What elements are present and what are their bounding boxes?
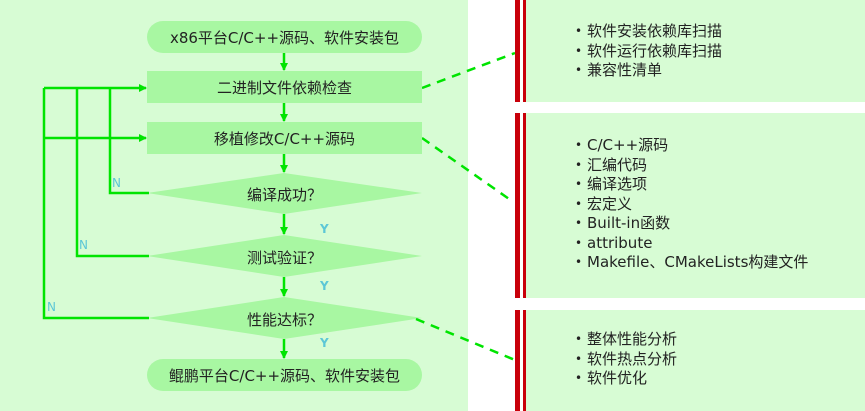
list-item: 软件热点分析	[575, 350, 677, 370]
list-item: 软件运行依赖库扫描	[575, 42, 722, 62]
yes-label-2: Y	[320, 279, 329, 293]
decision-shape-1	[147, 173, 422, 214]
yes-label-3: Y	[320, 336, 329, 350]
yes-label-1: Y	[320, 222, 329, 236]
list-item: 软件优化	[575, 369, 677, 389]
list-item: C/C++源码	[575, 136, 808, 156]
step1-label: 二进制文件依赖检查	[216, 78, 352, 97]
end-node: 鲲鹏平台C/C++源码、软件安装包	[147, 359, 422, 391]
decision-performance: 性能达标？	[246, 311, 322, 329]
accent-bar	[515, 0, 520, 102]
list-item: attribute	[575, 234, 808, 254]
start-node: x86平台C/C++源码、软件安装包	[147, 21, 422, 53]
step-dependency-check: 二进制文件依赖检查	[147, 71, 422, 103]
loop-line-2	[75, 88, 149, 258]
panel-porting: C/C++源码 汇编代码 编译选项 宏定义 Built-in函数 attribu…	[526, 113, 865, 298]
step-port-source: 移植修改C/C++源码	[147, 122, 422, 154]
accent-bar	[523, 113, 526, 298]
accent-bar	[523, 0, 526, 102]
item-list: 软件安装依赖库扫描 软件运行依赖库扫描 兼容性清单	[575, 22, 722, 81]
list-item: 宏定义	[575, 195, 808, 215]
accent-bar	[523, 310, 526, 411]
item-list: 整体性能分析 软件热点分析 软件优化	[575, 330, 677, 389]
list-item: Built-in函数	[575, 214, 808, 234]
no-label-2: N	[79, 238, 88, 252]
decision-shape-2	[147, 235, 422, 277]
no-label-3: N	[47, 300, 56, 314]
decision-test: 测试验证？	[246, 249, 322, 267]
no-label-1: N	[112, 176, 121, 190]
list-item: 整体性能分析	[575, 330, 677, 350]
accent-bar	[515, 113, 520, 298]
step2-label: 移植修改C/C++源码	[213, 129, 356, 148]
dashed-link-1	[421, 51, 516, 90]
loop-line-3	[42, 88, 149, 320]
list-item: 软件安装依赖库扫描	[575, 22, 722, 42]
list-item: 汇编代码	[575, 156, 808, 176]
dashed-link-3	[415, 317, 516, 362]
decision-shape-3	[147, 297, 422, 339]
end-label: 鲲鹏平台C/C++源码、软件安装包	[168, 366, 401, 385]
list-item: 兼容性清单	[575, 61, 722, 81]
decision-compile: 编译成功？	[246, 186, 322, 204]
item-list: C/C++源码 汇编代码 编译选项 宏定义 Built-in函数 attribu…	[575, 136, 808, 273]
panel-performance: 整体性能分析 软件热点分析 软件优化	[526, 310, 865, 411]
loop-line-1	[108, 88, 149, 195]
list-item: 编译选项	[575, 175, 808, 195]
accent-bar	[515, 310, 520, 411]
list-item: Makefile、CMakeLists构建文件	[575, 253, 808, 273]
start-label: x86平台C/C++源码、软件安装包	[169, 28, 400, 47]
dashed-link-2	[421, 136, 513, 203]
panel-dependency-check: 软件安装依赖库扫描 软件运行依赖库扫描 兼容性清单	[526, 0, 865, 102]
